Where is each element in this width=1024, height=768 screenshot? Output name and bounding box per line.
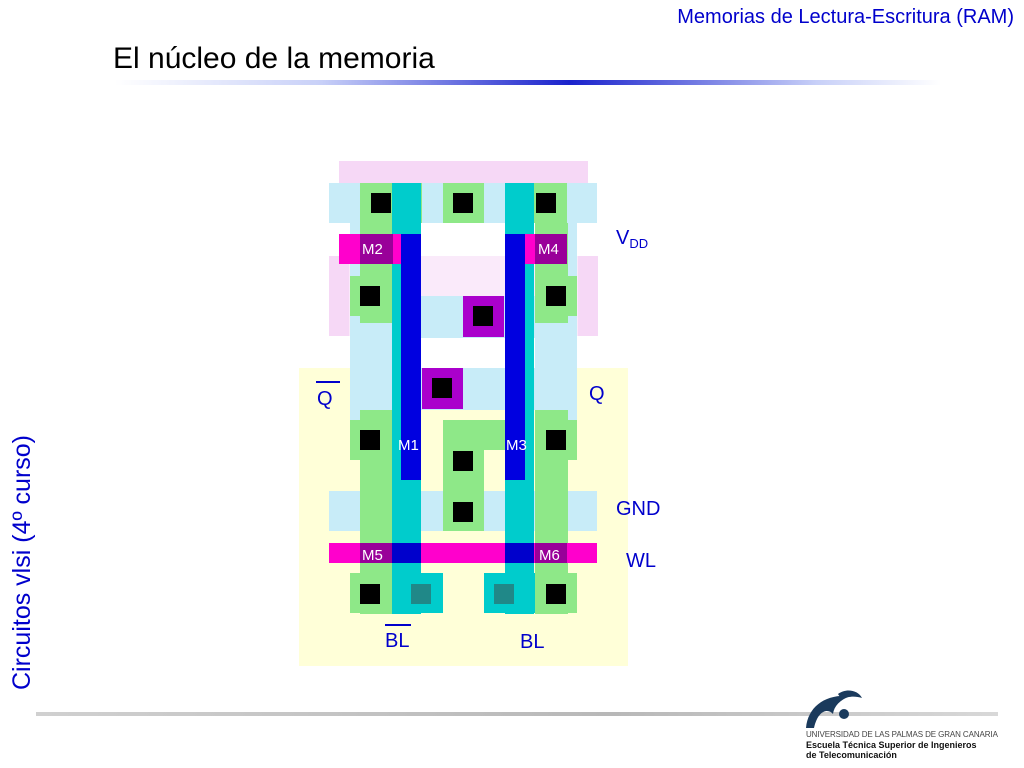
metal2-right (505, 234, 525, 480)
contact (546, 286, 566, 306)
gate-m4 (535, 234, 567, 264)
contact (536, 193, 556, 213)
contact (546, 584, 566, 604)
gate-m6 (535, 543, 567, 563)
metal2-right-m6 (505, 543, 534, 563)
label-bl: BL (520, 631, 544, 653)
gate-m5 (360, 543, 393, 563)
metal2-left (401, 234, 421, 480)
metal2-left-m5 (392, 543, 421, 563)
label-gnd: GND (616, 498, 660, 520)
label-vdd-main: V (616, 227, 630, 249)
label-bl-bar: BL (385, 630, 409, 652)
contact (473, 306, 493, 326)
gate-m2 (360, 234, 393, 264)
university-text: UNIVERSIDAD DE LAS PALMAS DE GRAN CANARI… (806, 730, 998, 760)
school-name-line1: Escuela Técnica Superior de Ingenieros (806, 740, 977, 750)
label-m4: M4 (538, 241, 559, 258)
university-logo-icon (806, 690, 862, 728)
contact (453, 502, 473, 522)
course-header: Memorias de Lectura-Escritura (RAM) (677, 6, 1014, 28)
label-m1: M1 (398, 437, 419, 454)
label-vdd: VDD (616, 227, 648, 251)
label-m3: M3 (506, 437, 527, 454)
contact (371, 193, 391, 213)
via (411, 584, 431, 604)
label-q: Q (589, 383, 605, 405)
school-name-line2: de Telecomunicación (806, 750, 897, 760)
contact (453, 451, 473, 471)
title-underline (115, 80, 941, 85)
nwell-region-top (339, 161, 588, 183)
via (494, 584, 514, 604)
contact (546, 430, 566, 450)
contact (360, 430, 380, 450)
contact (360, 286, 380, 306)
label-q-bar: Q (317, 388, 333, 410)
footer-rule (36, 712, 998, 716)
university-name: UNIVERSIDAD DE LAS PALMAS DE GRAN CANARI… (806, 730, 998, 739)
slide-title: El núcleo de la memoria (113, 42, 435, 75)
label-m2: M2 (362, 241, 383, 258)
label-m6: M6 (539, 547, 560, 564)
label-wl: WL (626, 550, 656, 572)
label-vdd-sub: DD (629, 236, 648, 251)
contact (432, 378, 452, 398)
contact (360, 584, 380, 604)
label-m5: M5 (362, 547, 383, 564)
contact (453, 193, 473, 213)
